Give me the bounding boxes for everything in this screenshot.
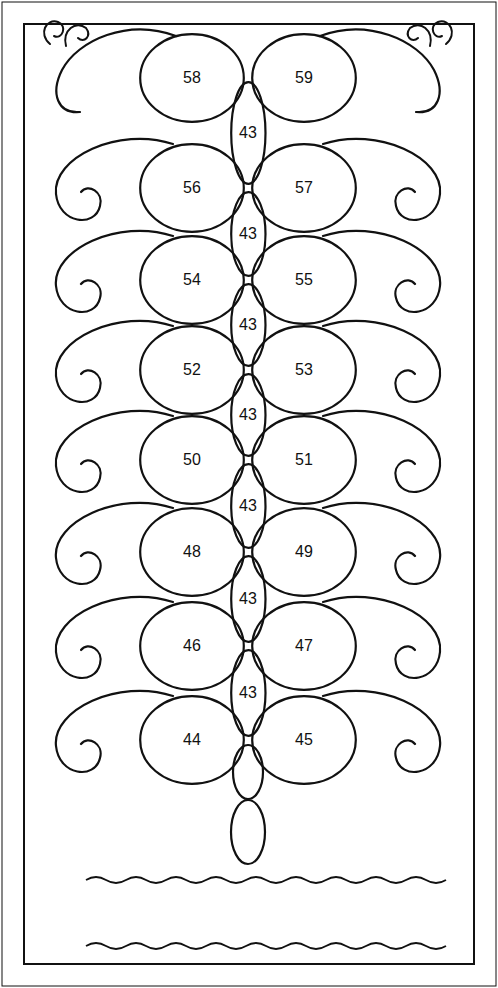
callout-number: 43 [239,684,257,702]
loop-outline [252,508,356,596]
loop-circle: 50 [139,415,245,505]
loop-circle: 52 [139,325,245,415]
callout-number: 43 [239,316,257,334]
loop-circle: 59 [251,33,357,123]
loop-circle: 54 [139,235,245,325]
callout-number: 56 [183,179,201,197]
callout-number: 51 [295,451,313,469]
loop-outline [231,374,265,456]
callout-number: 43 [239,124,257,142]
loop-circle: 46 [139,601,245,691]
loop-outline [140,144,244,232]
loop-outline [140,508,244,596]
loop-outline [252,34,356,122]
loop-outline [140,326,244,414]
callout-number: 48 [183,543,201,561]
loop-outline [231,556,265,642]
loop-outline [231,284,265,366]
stem-oval: 43 [230,81,267,185]
loop-outline [231,82,265,184]
callout-number: 59 [295,69,313,87]
loop-outline [140,602,244,690]
loop-outline [140,34,244,122]
callout-number: 44 [183,731,201,749]
loop-circle: 48 [139,507,245,597]
callout-number: 43 [239,406,257,424]
loop-outline [252,326,356,414]
loop-outline [231,192,265,276]
wave-line [86,877,446,949]
inner-frame [24,24,474,964]
callout-number: 46 [183,637,201,655]
stem-oval: 43 [230,283,267,367]
stem-oval: 43 [230,373,267,457]
loop-circle: 56 [139,143,245,233]
callout-number: 54 [183,271,201,289]
callout-number: 43 [239,590,257,608]
callout-number: 49 [295,543,313,561]
loop-circle: 49 [251,507,357,597]
side-scroll [56,139,440,772]
loop-outline [231,464,265,548]
loop-circle: 55 [251,235,357,325]
loop-circle: 53 [251,325,357,415]
loop-outline [231,650,265,736]
callout-number: 55 [295,271,313,289]
callout-number: 58 [183,69,201,87]
loop-circle: 45 [251,695,357,785]
loop-circle: 44 [139,695,245,785]
callout-number: 43 [239,497,257,515]
loop-outline [252,416,356,504]
callout-number: 45 [295,731,313,749]
callout-number: 47 [295,637,313,655]
loop-outline [140,236,244,324]
loop-outline [252,144,356,232]
loop-circle: 47 [251,601,357,691]
loop-outline [140,416,244,504]
stem-oval: 43 [230,555,267,643]
callout-number: 57 [295,179,313,197]
loop-outline [252,602,356,690]
loop-circle: 51 [251,415,357,505]
stem-oval: 43 [230,463,267,549]
corner-scroll [44,21,452,112]
callout-number: 50 [183,451,201,469]
callout-number: 52 [183,361,201,379]
loop-outline [252,236,356,324]
stem-oval: 43 [230,649,267,737]
loop-outline [252,696,356,784]
callout-number: 53 [295,361,313,379]
callout-number: 43 [239,225,257,243]
loop-circle: 57 [251,143,357,233]
loop-circle: 58 [139,33,245,123]
loop-outline [140,696,244,784]
stem-oval: 43 [230,191,267,277]
